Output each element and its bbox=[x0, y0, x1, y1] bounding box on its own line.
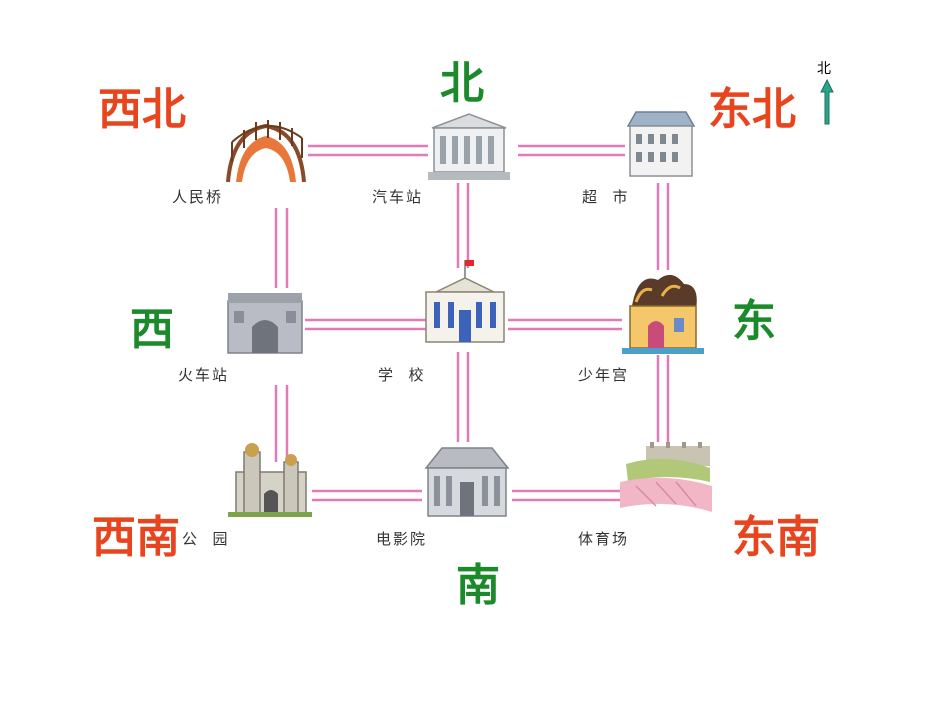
direction-northwest: 西北 bbox=[98, 84, 186, 135]
label-cinema: 电影院 bbox=[376, 530, 428, 548]
label-bus-station: 汽车站 bbox=[372, 188, 424, 206]
bridge-icon bbox=[226, 120, 306, 183]
bus-station-icon bbox=[428, 113, 510, 180]
north-arrow-icon bbox=[820, 78, 834, 125]
direction-east: 东 bbox=[732, 296, 776, 347]
direction-northeast: 东北 bbox=[708, 84, 796, 135]
direction-southwest: 西南 bbox=[92, 512, 180, 563]
label-train-station: 火车站 bbox=[178, 366, 230, 384]
cinema-icon bbox=[424, 447, 510, 517]
label-park: 公 园 bbox=[182, 530, 230, 548]
stadium-icon bbox=[620, 442, 712, 512]
direction-south: 南 bbox=[456, 560, 500, 611]
label-bridge: 人民桥 bbox=[172, 188, 224, 206]
direction-southeast: 东南 bbox=[732, 512, 820, 563]
label-stadium: 体育场 bbox=[578, 530, 630, 548]
train-station-icon bbox=[227, 293, 303, 354]
compass-north-label: 北 bbox=[817, 61, 831, 77]
label-supermarket: 超 市 bbox=[582, 188, 630, 206]
direction-west: 西 bbox=[130, 304, 174, 355]
label-school: 学 校 bbox=[378, 366, 426, 384]
park-icon bbox=[228, 443, 312, 517]
supermarket-icon bbox=[626, 111, 696, 177]
youth-palace-icon bbox=[622, 274, 704, 354]
school-icon bbox=[425, 260, 505, 343]
direction-north: 北 bbox=[440, 58, 484, 109]
label-youth-palace: 少年宫 bbox=[578, 366, 630, 384]
